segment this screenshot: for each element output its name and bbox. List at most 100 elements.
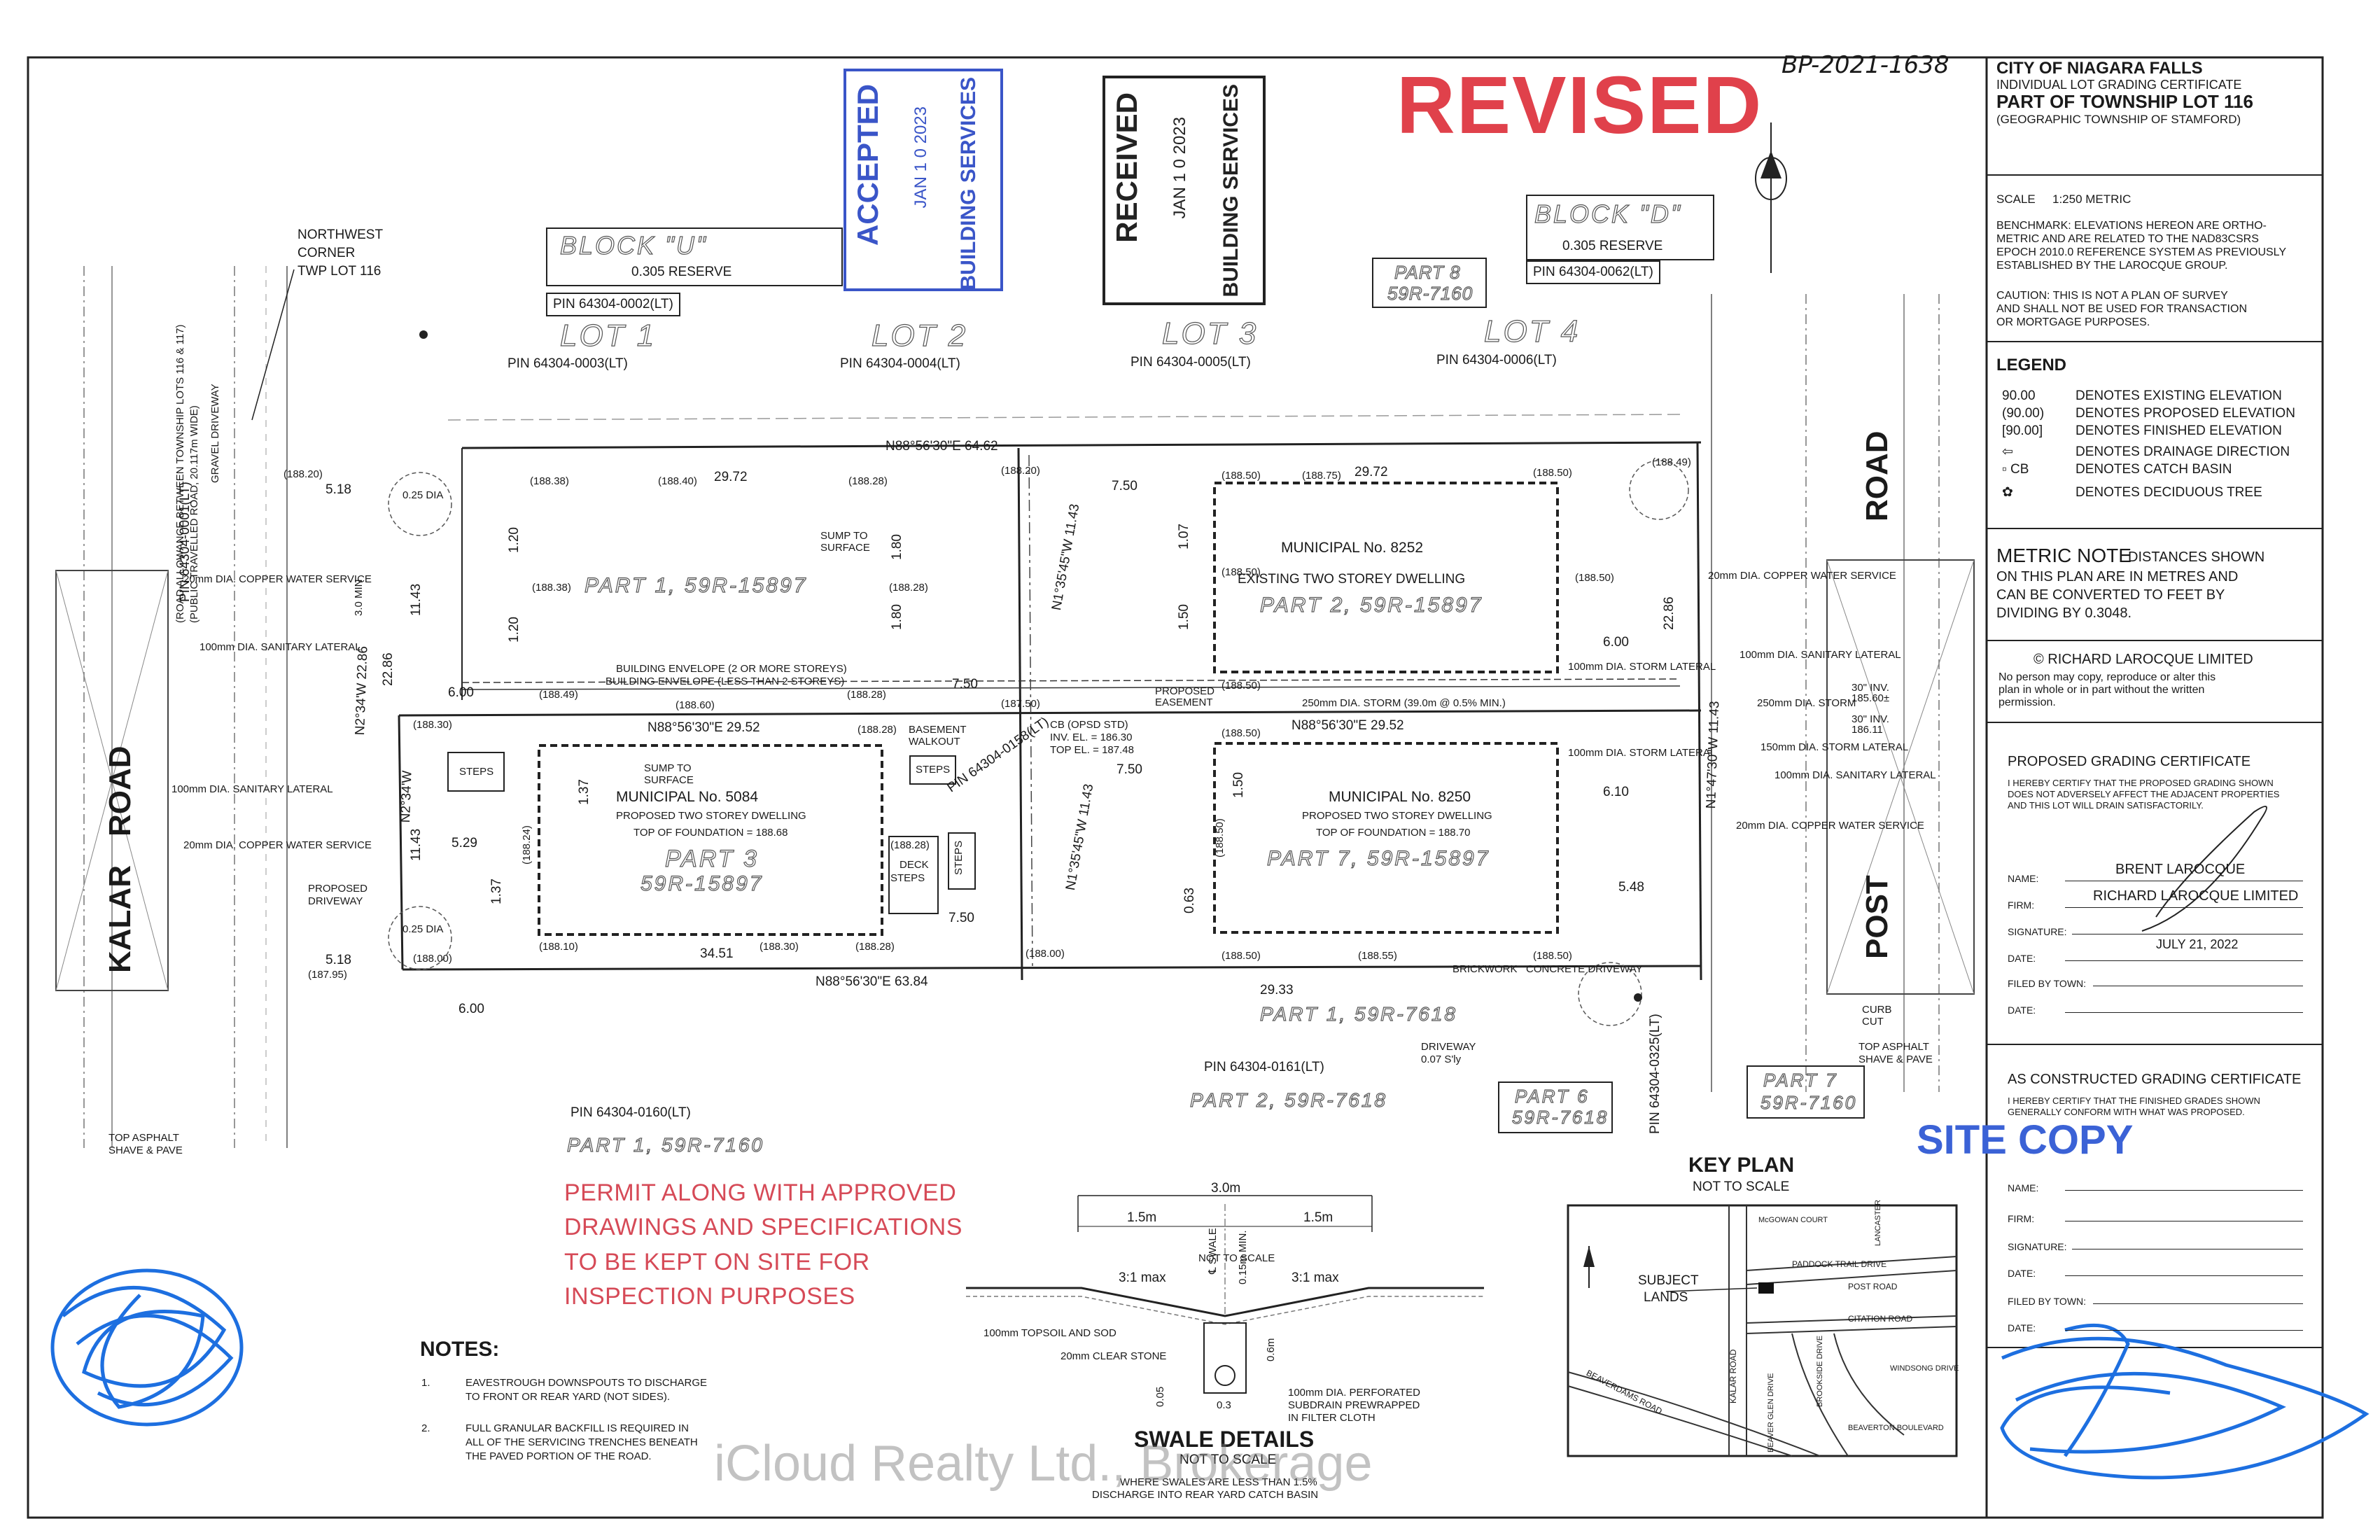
street-brookside: BROOKSIDE DRIVE [1816, 1335, 1824, 1407]
swale-pipe-1: 100mm DIA. PERFORATED [1288, 1387, 1420, 1399]
constructed-date2-line [2065, 1330, 2303, 1331]
top-asphalt-3: TOP ASPHALT [1858, 1041, 1929, 1053]
street-post: POST ROAD [1848, 1282, 1898, 1292]
pin-0160: PIN 64304-0160(LT) [570, 1105, 691, 1120]
caution-line-1: CAUTION: THIS IS NOT A PLAN OF SURVEY [1996, 290, 2228, 302]
steps-2: STEPS [916, 764, 951, 776]
lot-title: PART OF TOWNSHIP LOT 116 [1996, 91, 2253, 112]
swale-detail-drawing [966, 1195, 1484, 1394]
dim-7-50-b: 7.50 [952, 677, 978, 692]
dwelling-5084-tof: TOP OF FOUNDATION = 188.68 [634, 827, 788, 839]
elev-31: (187.95) [308, 969, 347, 981]
concrete-driveway-label: CONCRETE DRIVEWAY [1526, 963, 1643, 975]
received-stamp: RECEIVED JAN 1 0 2023 BUILDING SERVICES [1102, 76, 1266, 305]
swale-half-right: 1.5m [1303, 1210, 1334, 1225]
proposed-date-label: DATE: [2008, 953, 2036, 964]
key-plan-title: KEY PLAN [1688, 1154, 1795, 1177]
part-7-plan: 59R-7160 [1760, 1092, 1858, 1113]
permit-note-line-2: DRAWINGS AND SPECIFICATIONS [564, 1214, 962, 1241]
pin-0161: PIN 64304-0161(LT) [1204, 1060, 1324, 1074]
dwelling-8252-desc: EXISTING TWO STOREY DWELLING [1238, 572, 1466, 587]
corner-label-2: CORNER [298, 246, 356, 260]
street-citation: CITATION ROAD [1848, 1314, 1913, 1324]
constructed-date-label: DATE: [2008, 1268, 2036, 1279]
legend-row-drainage: ⇦DENOTES DRAINAGE DIRECTION [2002, 444, 2290, 460]
envelope-line-2: BUILDING ENVELOPE (LESS THAN 2 STOREYS) [606, 676, 845, 687]
dwelling-8252-municipal: MUNICIPAL No. 8252 [1281, 540, 1424, 556]
dim-5-29: 5.29 [451, 836, 477, 850]
copyright-title: © RICHARD LAROCQUE LIMITED [2033, 652, 2253, 667]
steps-4: STEPS [953, 840, 965, 875]
pin-0001: PIN 64304-0001(LT) [178, 482, 192, 602]
elev-26: (188.00) [1026, 948, 1065, 960]
sanitary-lateral-1: 100mm DIA. SANITARY LATERAL [200, 641, 361, 653]
lot-3-pin: PIN 64304-0005(LT) [1130, 355, 1251, 370]
benchmark-line-4: ESTABLISHED BY THE LAROCQUE GROUP. [1996, 260, 2228, 272]
proposed-firm-value: RICHARD LAROCQUE LIMITED [2093, 888, 2299, 904]
bearing-west-1: N2°34'W 22.86 [353, 645, 371, 736]
benchmark-line-3: EPOCH 2010.0 REFERENCE SYSTEM AS PREVIOU… [1996, 246, 2287, 258]
metric-note-line-3: CAN BE CONVERTED TO FEET BY [1996, 587, 2225, 603]
block-d-reserve: 0.305 RESERVE [1562, 239, 1663, 253]
corner-label-3: TWP LOT 116 [298, 264, 382, 279]
note-1-line-2: TO FRONT OR REAR YARD (NOT SIDES). [465, 1391, 670, 1403]
bearing-mid-left: N88°56'30"E 29.52 [648, 720, 760, 735]
street-paddock: PADDOCK TRAIL DRIVE [1792, 1259, 1887, 1269]
copyright-line-2: plan in whole or in part without the wri… [1998, 684, 2205, 696]
dim-0-63: 0.63 [1182, 888, 1197, 913]
proposed-filed-label: FILED BY TOWN: [2008, 978, 2087, 989]
caution-line-3: OR MORTGAGE PURPOSES. [1996, 316, 2150, 328]
storm-line-250: 250mm DIA. STORM (39.0m @ 0.5% MIN.) [1302, 697, 1506, 709]
elev-32: (188.50) [1214, 818, 1226, 858]
cb-label-1: CB (OPSD STD) [1050, 719, 1128, 731]
elev-5: (188.20) [1001, 465, 1040, 477]
elev-24: (188.30) [760, 941, 799, 953]
constructed-date-line [2065, 1275, 2303, 1276]
revised-stamp: REVISED [1396, 59, 1763, 150]
sump-2a: SUMP TO [644, 762, 692, 774]
legend-text: DENOTES CATCH BASIN [2076, 462, 2232, 477]
elev-12: (188.50) [1222, 566, 1261, 578]
legend-row-tree: ✿DENOTES DECIDUOUS TREE [2002, 484, 2262, 500]
metric-note-line-2: ON THIS PLAN ARE IN METRES AND [1996, 569, 2239, 584]
constructed-name-line [2065, 1190, 2303, 1191]
dim-1-37-a: 1.37 [577, 779, 592, 805]
swale-slope-left: 3:1 max [1119, 1270, 1166, 1285]
legend-text: DENOTES EXISTING ELEVATION [2076, 388, 2282, 403]
part-8-label: PART 8 [1394, 262, 1461, 283]
site-copy-stamp: SITE COPY [1917, 1117, 2134, 1163]
dwelling-5084-desc: PROPOSED TWO STOREY DWELLING [616, 810, 806, 822]
swale-pipe-2: SUBDRAIN PREWRAPPED [1288, 1399, 1420, 1411]
copyright-line-3: permission. [1998, 696, 2056, 708]
proposed-easement-1: PROPOSED [1155, 685, 1215, 697]
sump-2b: SURFACE [644, 774, 694, 786]
dwelling-8250-part: PART 7, 59R-15897 [1266, 847, 1490, 870]
gravel-driveway: GRAVEL DRIVEWAY [209, 384, 221, 483]
dim-22-86-b: 22.86 [1662, 596, 1676, 630]
benchmark-line-2: METRIC AND ARE RELATED TO THE NAD83CSRS [1996, 233, 2259, 245]
part-8-box: PART 8 59R-7160 [1372, 258, 1487, 308]
block-d-label: BLOCK "D" 0.305 RESERVE [1526, 195, 1714, 260]
elev-15: (188.60) [676, 699, 715, 711]
swale-d03: 0.3 [1217, 1399, 1231, 1411]
part-1-59r-7160: PART 1, 59R-7160 [566, 1134, 764, 1156]
metric-note-title: METRIC NOTE [1996, 545, 2132, 566]
legend-symbol: (90.00) [2002, 406, 2045, 421]
copper-service-4: 20mm DIA. COPPER WATER SERVICE [1736, 820, 1924, 832]
subject-lands-1: SUBJECT [1638, 1273, 1699, 1288]
received-stamp-dept: BUILDING SERVICES [1219, 84, 1242, 298]
dim-22-86-a: 22.86 [381, 652, 396, 686]
storm-lateral-1: 100mm DIA. STORM LATERAL [1568, 661, 1716, 673]
dwelling-8250-tof: TOP OF FOUNDATION = 188.70 [1316, 827, 1471, 839]
bearing-west-2: N2°34'W [398, 770, 415, 823]
swale-top-subtitle: NOT TO SCALE [1198, 1252, 1275, 1264]
catch-basin-icon: ▫ CB [2002, 462, 2029, 477]
dim-1-37-b: 1.37 [489, 878, 504, 904]
key-plan-subtitle: NOT TO SCALE [1693, 1180, 1790, 1194]
legend-title: LEGEND [1996, 356, 2067, 374]
sump-1a: SUMP TO [820, 530, 868, 542]
part-6-plan: 59R-7618 [1511, 1107, 1609, 1128]
street-lancaster: LANCASTER [1874, 1199, 1882, 1246]
post-road-name: POST [1860, 875, 1894, 959]
swale-note-1: WHERE SWALES ARE LESS THAN 1.5% [1120, 1476, 1317, 1488]
